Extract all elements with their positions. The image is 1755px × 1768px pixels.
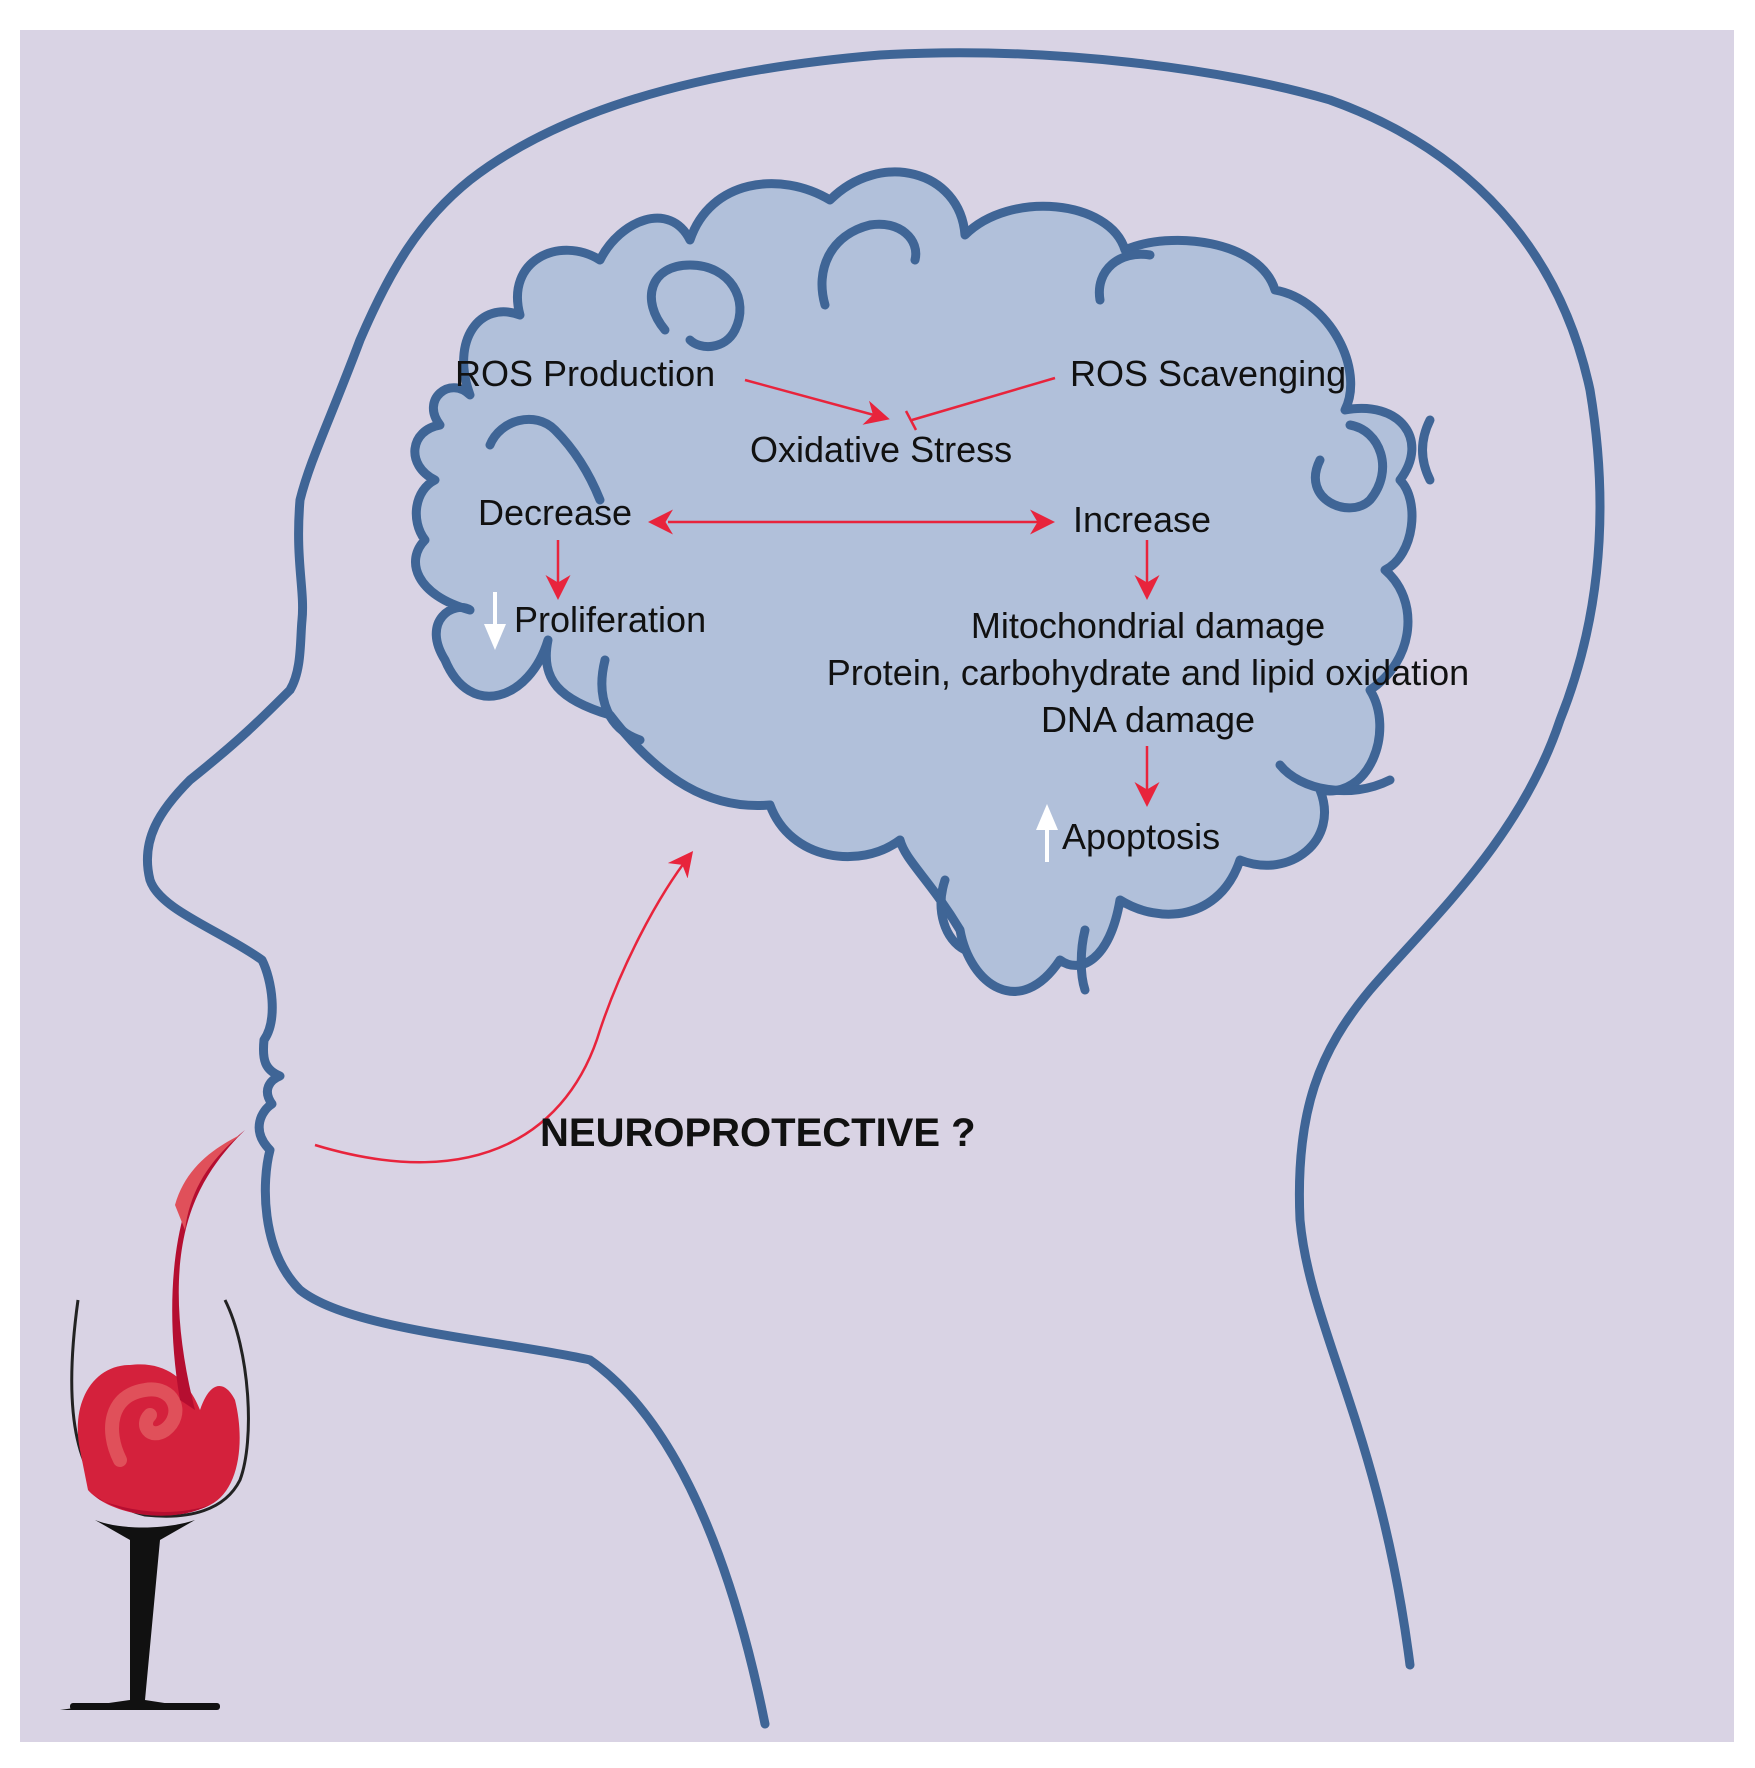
dna-damage-label: DNA damage	[1041, 699, 1255, 740]
mitochondrial-damage-label: Mitochondrial damage	[971, 605, 1325, 646]
brain-icon	[410, 167, 1417, 996]
proliferation-label: Proliferation	[514, 599, 706, 640]
brain-folds	[485, 219, 1435, 995]
up-arrow-icon	[1036, 804, 1058, 862]
increase-label: Increase	[1073, 499, 1211, 540]
wine-glass-icon	[60, 1130, 250, 1710]
apoptosis-label: Apoptosis	[1062, 816, 1220, 857]
ros-scavenging-inhibition	[904, 376, 1056, 431]
head-profile-icon	[142, 48, 1605, 1729]
ros-production-arrow	[744, 378, 890, 425]
down-arrow-icon	[484, 592, 506, 650]
wine-to-brain-arrow	[314, 851, 694, 1164]
ros-production-label: ROS Production	[455, 353, 715, 394]
oxidation-label: Protein, carbohydrate and lipid oxidatio…	[827, 652, 1469, 693]
decrease-label: Decrease	[478, 492, 632, 533]
neuroprotective-label: NEUROPROTECTIVE ?	[540, 1111, 976, 1155]
ros-scavenging-label: ROS Scavenging	[1070, 353, 1346, 394]
oxidative-stress-label: Oxidative Stress	[750, 429, 1012, 470]
